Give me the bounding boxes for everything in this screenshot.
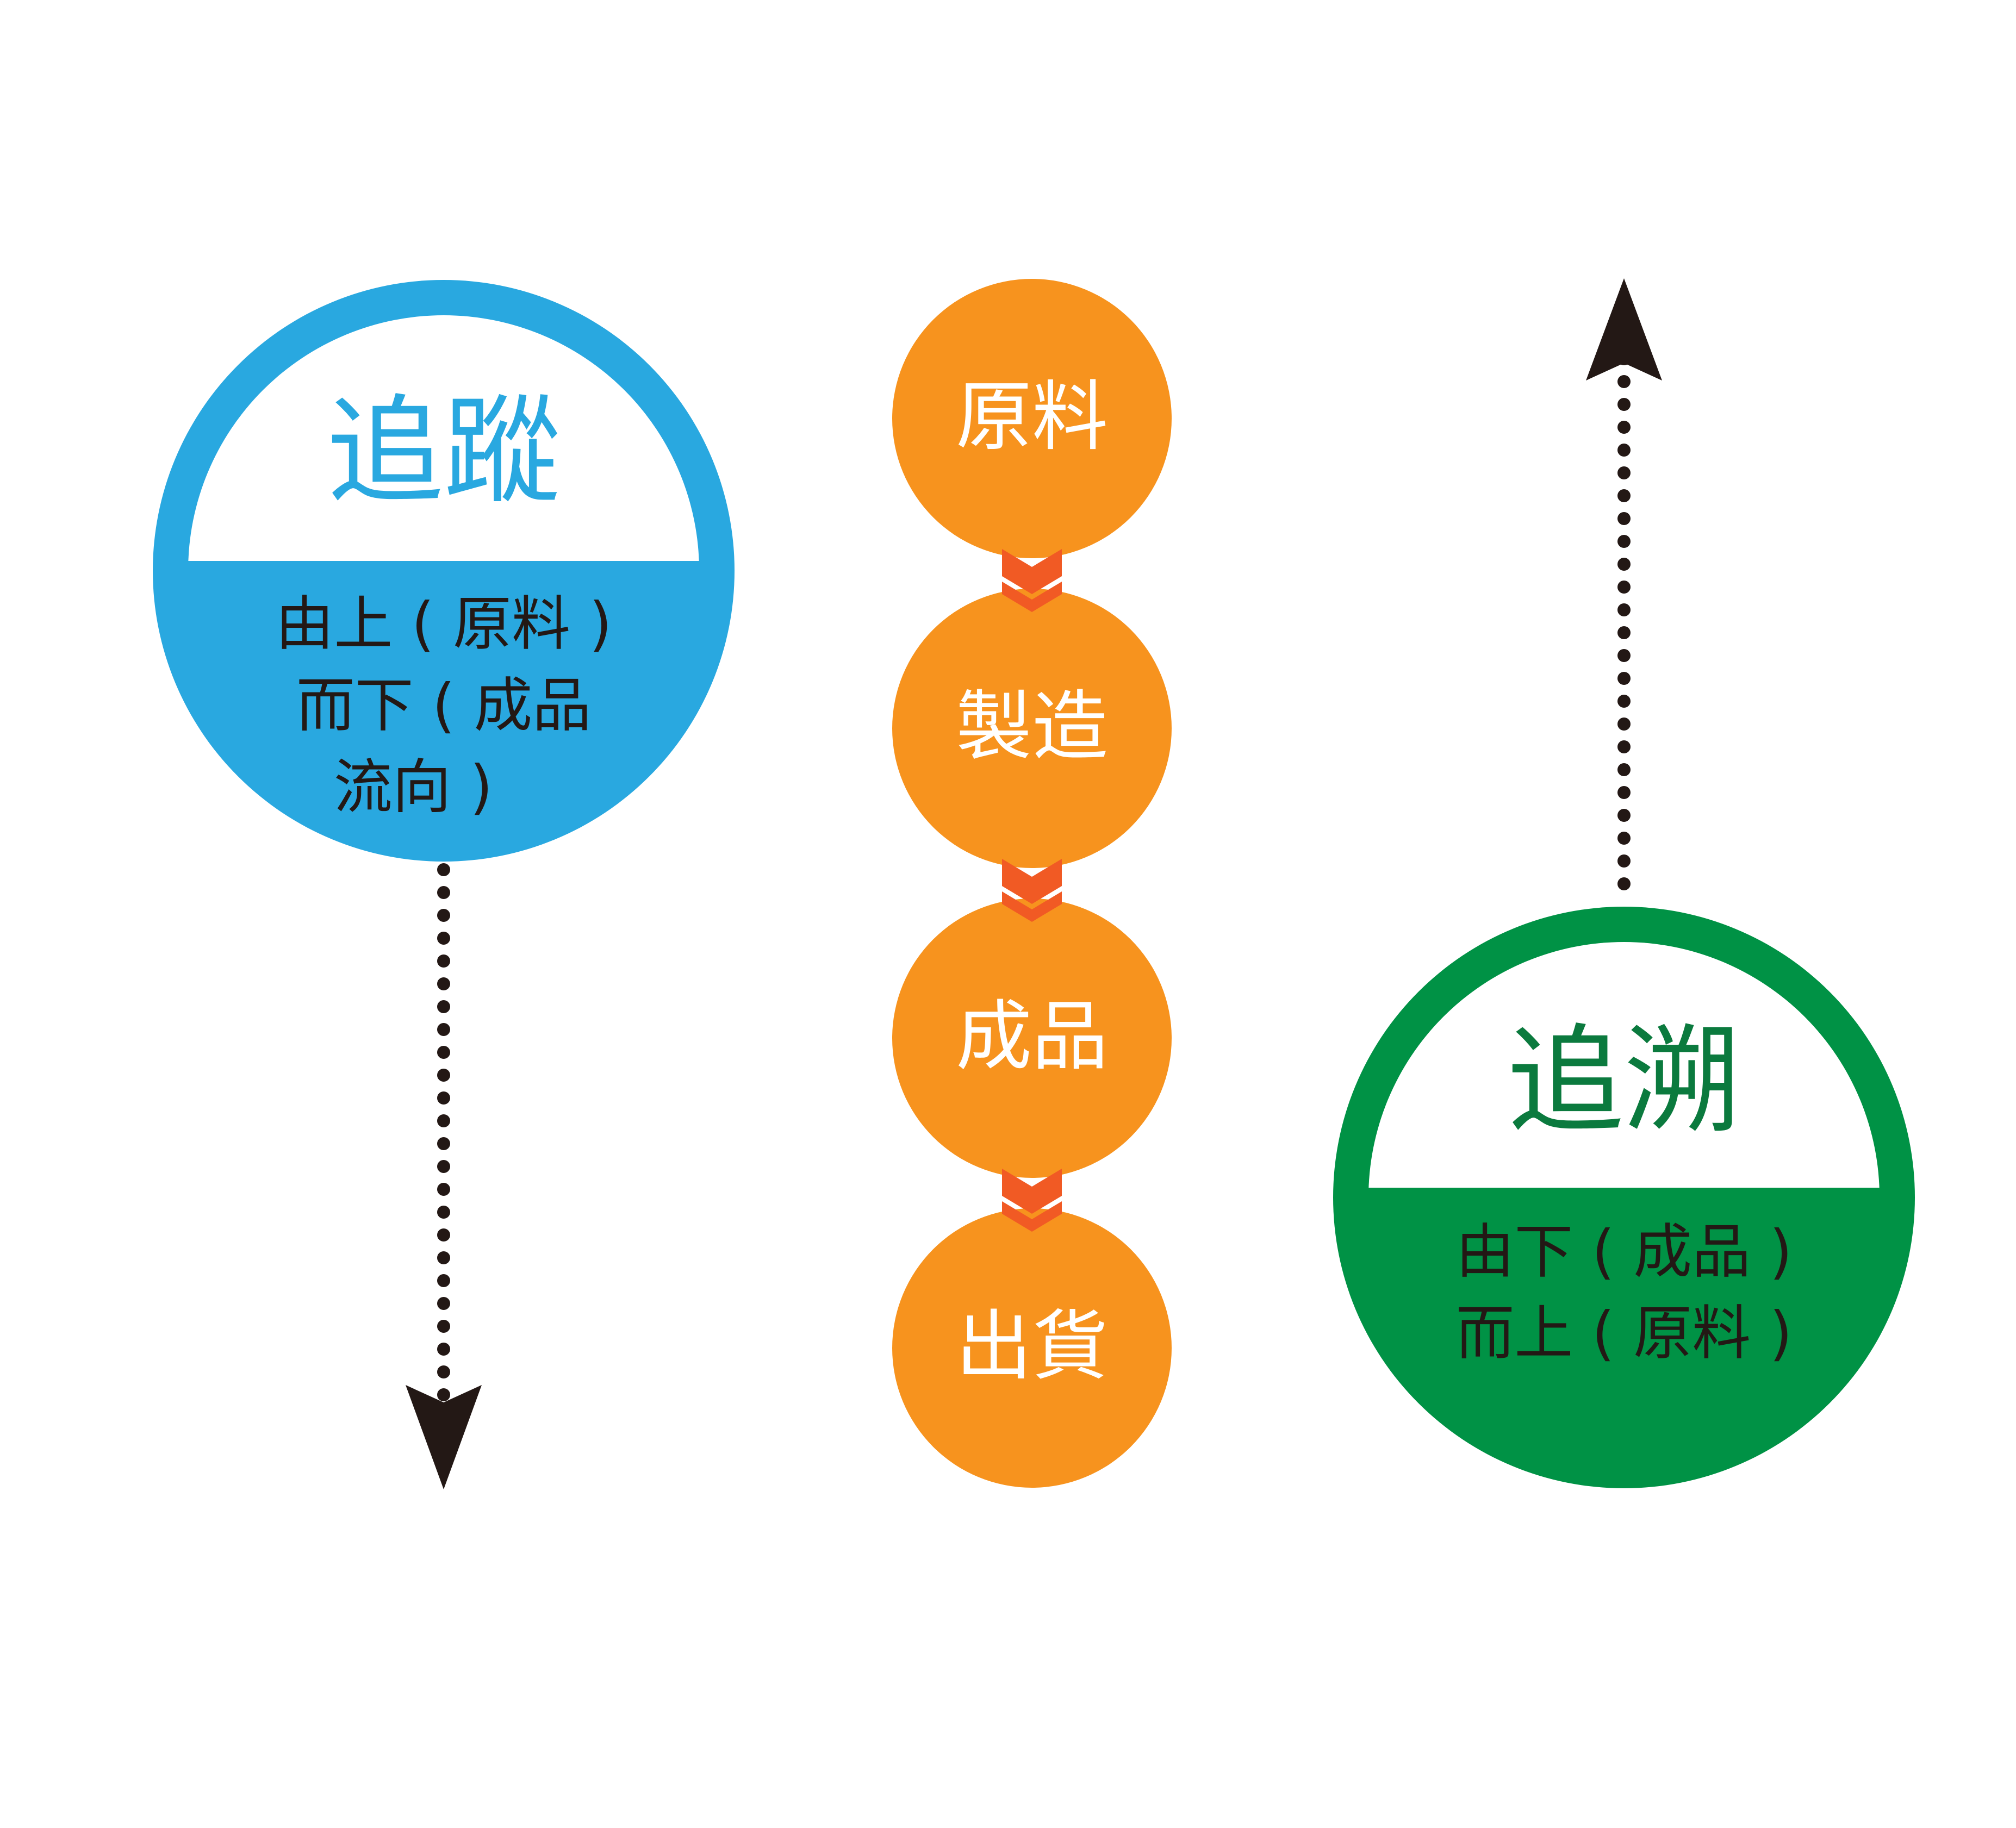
chevron-down-icon <box>1002 1169 1062 1214</box>
flow-step-2-label: 製造 <box>956 683 1108 771</box>
flow-step-1-circle <box>892 279 1172 558</box>
tracing-title: 追溯 <box>1507 1013 1741 1149</box>
arrow-up-icon <box>1586 278 1662 380</box>
chevron-down-icon <box>1002 859 1062 904</box>
flow-step-3-circle <box>892 899 1172 1178</box>
tracing-group: 追溯 由下 ( 成品 ) 而上 ( 原料 ) <box>1333 278 1915 1488</box>
tracking-desc-line-1: 由上 ( 原料 ) <box>275 590 612 658</box>
flow-step-3-label: 成品 <box>956 993 1108 1081</box>
flow-step-4-circle <box>892 1208 1172 1488</box>
chevron-down-icon <box>1002 582 1062 612</box>
flow-step-4-label: 出貨 <box>956 1302 1108 1391</box>
tracking-title: 追蹤 <box>327 383 561 520</box>
flow-step-1-label: 原料 <box>956 373 1108 461</box>
tracking-desc-line-3: 流向 ) <box>334 753 493 821</box>
flow-step-2-circle <box>892 589 1172 868</box>
chevron-down-icon <box>1002 549 1062 594</box>
tracking-group: 追蹤 由上 ( 原料 ) 而下 ( 成品 流向 ) <box>153 280 735 1489</box>
arrow-down-icon <box>406 1385 482 1489</box>
tracing-desc-line-1: 由下 ( 成品 ) <box>1455 1218 1792 1286</box>
tracing-desc-line-2: 而上 ( 原料 ) <box>1455 1300 1792 1368</box>
flow-group: 原料 製造 成品 出貨 <box>892 279 1172 1488</box>
tracking-desc-line-2: 而下 ( 成品 <box>296 672 592 740</box>
chevron-down-icon <box>1002 1201 1062 1232</box>
chevron-down-icon <box>1002 891 1062 922</box>
